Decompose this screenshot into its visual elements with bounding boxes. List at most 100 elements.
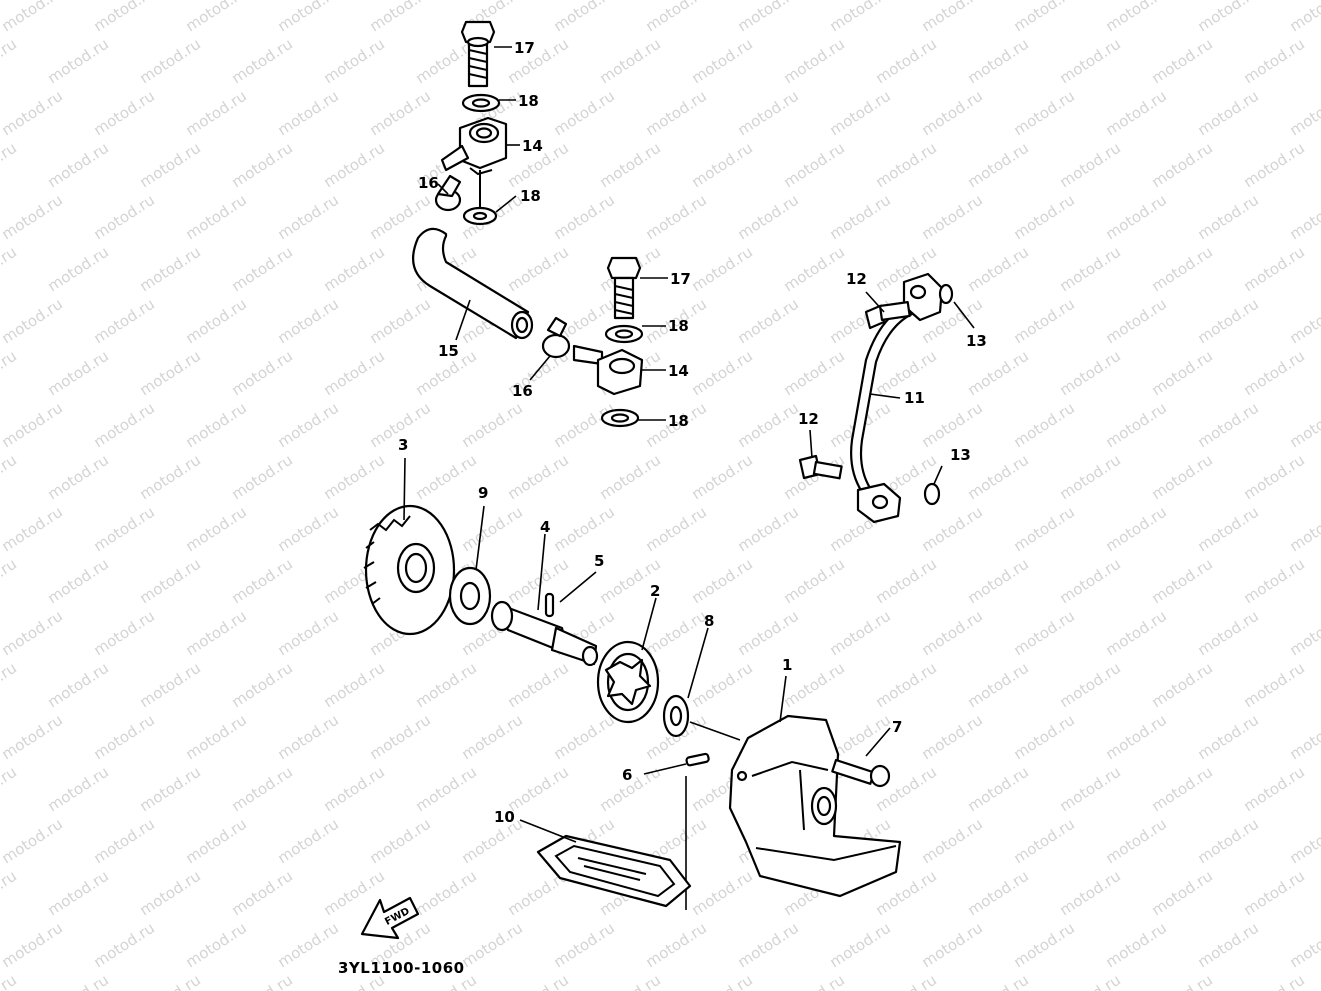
watermark-text: motod.ru (734, 503, 802, 556)
fwd-arrow-icon: FWD (360, 896, 420, 940)
watermark-text: motod.ru (90, 607, 158, 660)
watermark-text: motod.ru (366, 295, 434, 348)
watermark-text: motod.ru (642, 919, 710, 972)
watermark-text: motod.ru (136, 867, 204, 920)
watermark-text: motod.ru (458, 815, 526, 868)
callout-11: 11 (904, 389, 925, 407)
watermark-text: motod.ru (44, 659, 112, 712)
watermark-text: motod.ru (1056, 555, 1124, 608)
watermark-text: motod.ru (1286, 399, 1321, 452)
watermark-text: motod.ru (688, 347, 756, 400)
callout-13: 13 (950, 446, 971, 464)
watermark-text: motod.ru (1148, 971, 1216, 991)
watermark-text: motod.ru (1240, 763, 1308, 816)
watermark-text: motod.ru (44, 139, 112, 192)
watermark-text: motod.ru (780, 971, 848, 991)
watermark-text: motod.ru (1056, 139, 1124, 192)
watermark-text: motod.ru (964, 971, 1032, 991)
watermark-text: motod.ru (688, 867, 756, 920)
watermark-text: motod.ru (1286, 0, 1321, 35)
watermark-text: motod.ru (136, 451, 204, 504)
watermark-text: motod.ru (780, 35, 848, 88)
watermark-text: motod.ru (550, 0, 618, 35)
watermark-text: motod.ru (1056, 867, 1124, 920)
watermark-text: motod.ru (274, 815, 342, 868)
oil-pump-housing (728, 714, 902, 898)
watermark-text: motod.ru (1286, 191, 1321, 244)
watermark-text: motod.ru (274, 607, 342, 660)
watermark-text: motod.ru (918, 815, 986, 868)
watermark-text: motod.ru (90, 399, 158, 452)
watermark-text: motod.ru (780, 139, 848, 192)
watermark-text: motod.ru (918, 0, 986, 35)
watermark-text: motod.ru (918, 399, 986, 452)
watermark-text: motod.ru (688, 35, 756, 88)
hose-clip-lower (541, 316, 571, 359)
dowel-pin-shaft (544, 592, 555, 618)
watermark-text: motod.ru (1010, 295, 1078, 348)
watermark-text: motod.ru (1194, 503, 1262, 556)
watermark-text: motod.ru (1194, 711, 1262, 764)
washer-lower-1 (604, 324, 644, 344)
watermark-text: motod.ru (550, 191, 618, 244)
watermark-text: motod.ru (1240, 867, 1308, 920)
watermark-text: motod.ru (1148, 243, 1216, 296)
watermark-text: motod.ru (918, 87, 986, 140)
watermark-text: motod.ru (1148, 451, 1216, 504)
callout-15: 15 (438, 342, 459, 360)
callout-9: 9 (478, 484, 488, 502)
callout-10: 10 (494, 808, 515, 826)
watermark-text: motod.ru (1056, 971, 1124, 991)
watermark-text: motod.ru (550, 711, 618, 764)
watermark-text: motod.ru (1240, 347, 1308, 400)
watermark-text: motod.ru (1240, 971, 1308, 991)
watermark-text: motod.ru (136, 243, 204, 296)
watermark-text: motod.ru (274, 919, 342, 972)
watermark-text: motod.ru (366, 711, 434, 764)
watermark-text: motod.ru (228, 243, 296, 296)
watermark-text: motod.ru (1102, 295, 1170, 348)
watermark-text: motod.ru (136, 763, 204, 816)
watermark-text: motod.ru (1148, 347, 1216, 400)
callout-13: 13 (966, 332, 987, 350)
watermark-text: motod.ru (550, 503, 618, 556)
watermark-text: motod.ru (734, 87, 802, 140)
watermark-text: motod.ru (1240, 659, 1308, 712)
watermark-text: motod.ru (1240, 139, 1308, 192)
watermark-text: motod.ru (550, 399, 618, 452)
watermark-text: motod.ru (642, 0, 710, 35)
watermark-text: motod.ru (964, 763, 1032, 816)
watermark-text: motod.ru (1010, 711, 1078, 764)
watermark-text: motod.ru (90, 0, 158, 35)
watermark-text: motod.ru (1010, 919, 1078, 972)
watermark-text: motod.ru (780, 347, 848, 400)
watermark-text: motod.ru (826, 607, 894, 660)
watermark-text: motod.ru (274, 399, 342, 452)
watermark-text: motod.ru (0, 243, 20, 296)
watermark-text: motod.ru (964, 867, 1032, 920)
watermark-text: motod.ru (274, 503, 342, 556)
watermark-text: motod.ru (1286, 711, 1321, 764)
callout-14: 14 (668, 362, 689, 380)
watermark-text: motod.ru (136, 555, 204, 608)
hose-clip-upper (434, 167, 493, 212)
watermark-text: motod.ru (1240, 35, 1308, 88)
thrust-washer (448, 566, 492, 626)
watermark-text: motod.ru (1010, 87, 1078, 140)
banjo-fitting-upper (440, 116, 508, 172)
oil-pipe (850, 272, 944, 524)
watermark-text: motod.ru (872, 139, 940, 192)
callout-18: 18 (668, 412, 689, 430)
callout-12: 12 (798, 410, 819, 428)
callout-18: 18 (520, 187, 541, 205)
watermark-text: motod.ru (182, 607, 250, 660)
watermark-text: motod.ru (0, 867, 20, 920)
watermark-text: motod.ru (182, 503, 250, 556)
watermark-text: motod.ru (0, 919, 66, 972)
watermark-text: motod.ru (1194, 191, 1262, 244)
watermark-text: motod.ru (964, 243, 1032, 296)
seal-washer (662, 694, 690, 738)
watermark-text: motod.ru (642, 191, 710, 244)
pump-rotor (596, 640, 660, 724)
watermark-text: motod.ru (228, 555, 296, 608)
